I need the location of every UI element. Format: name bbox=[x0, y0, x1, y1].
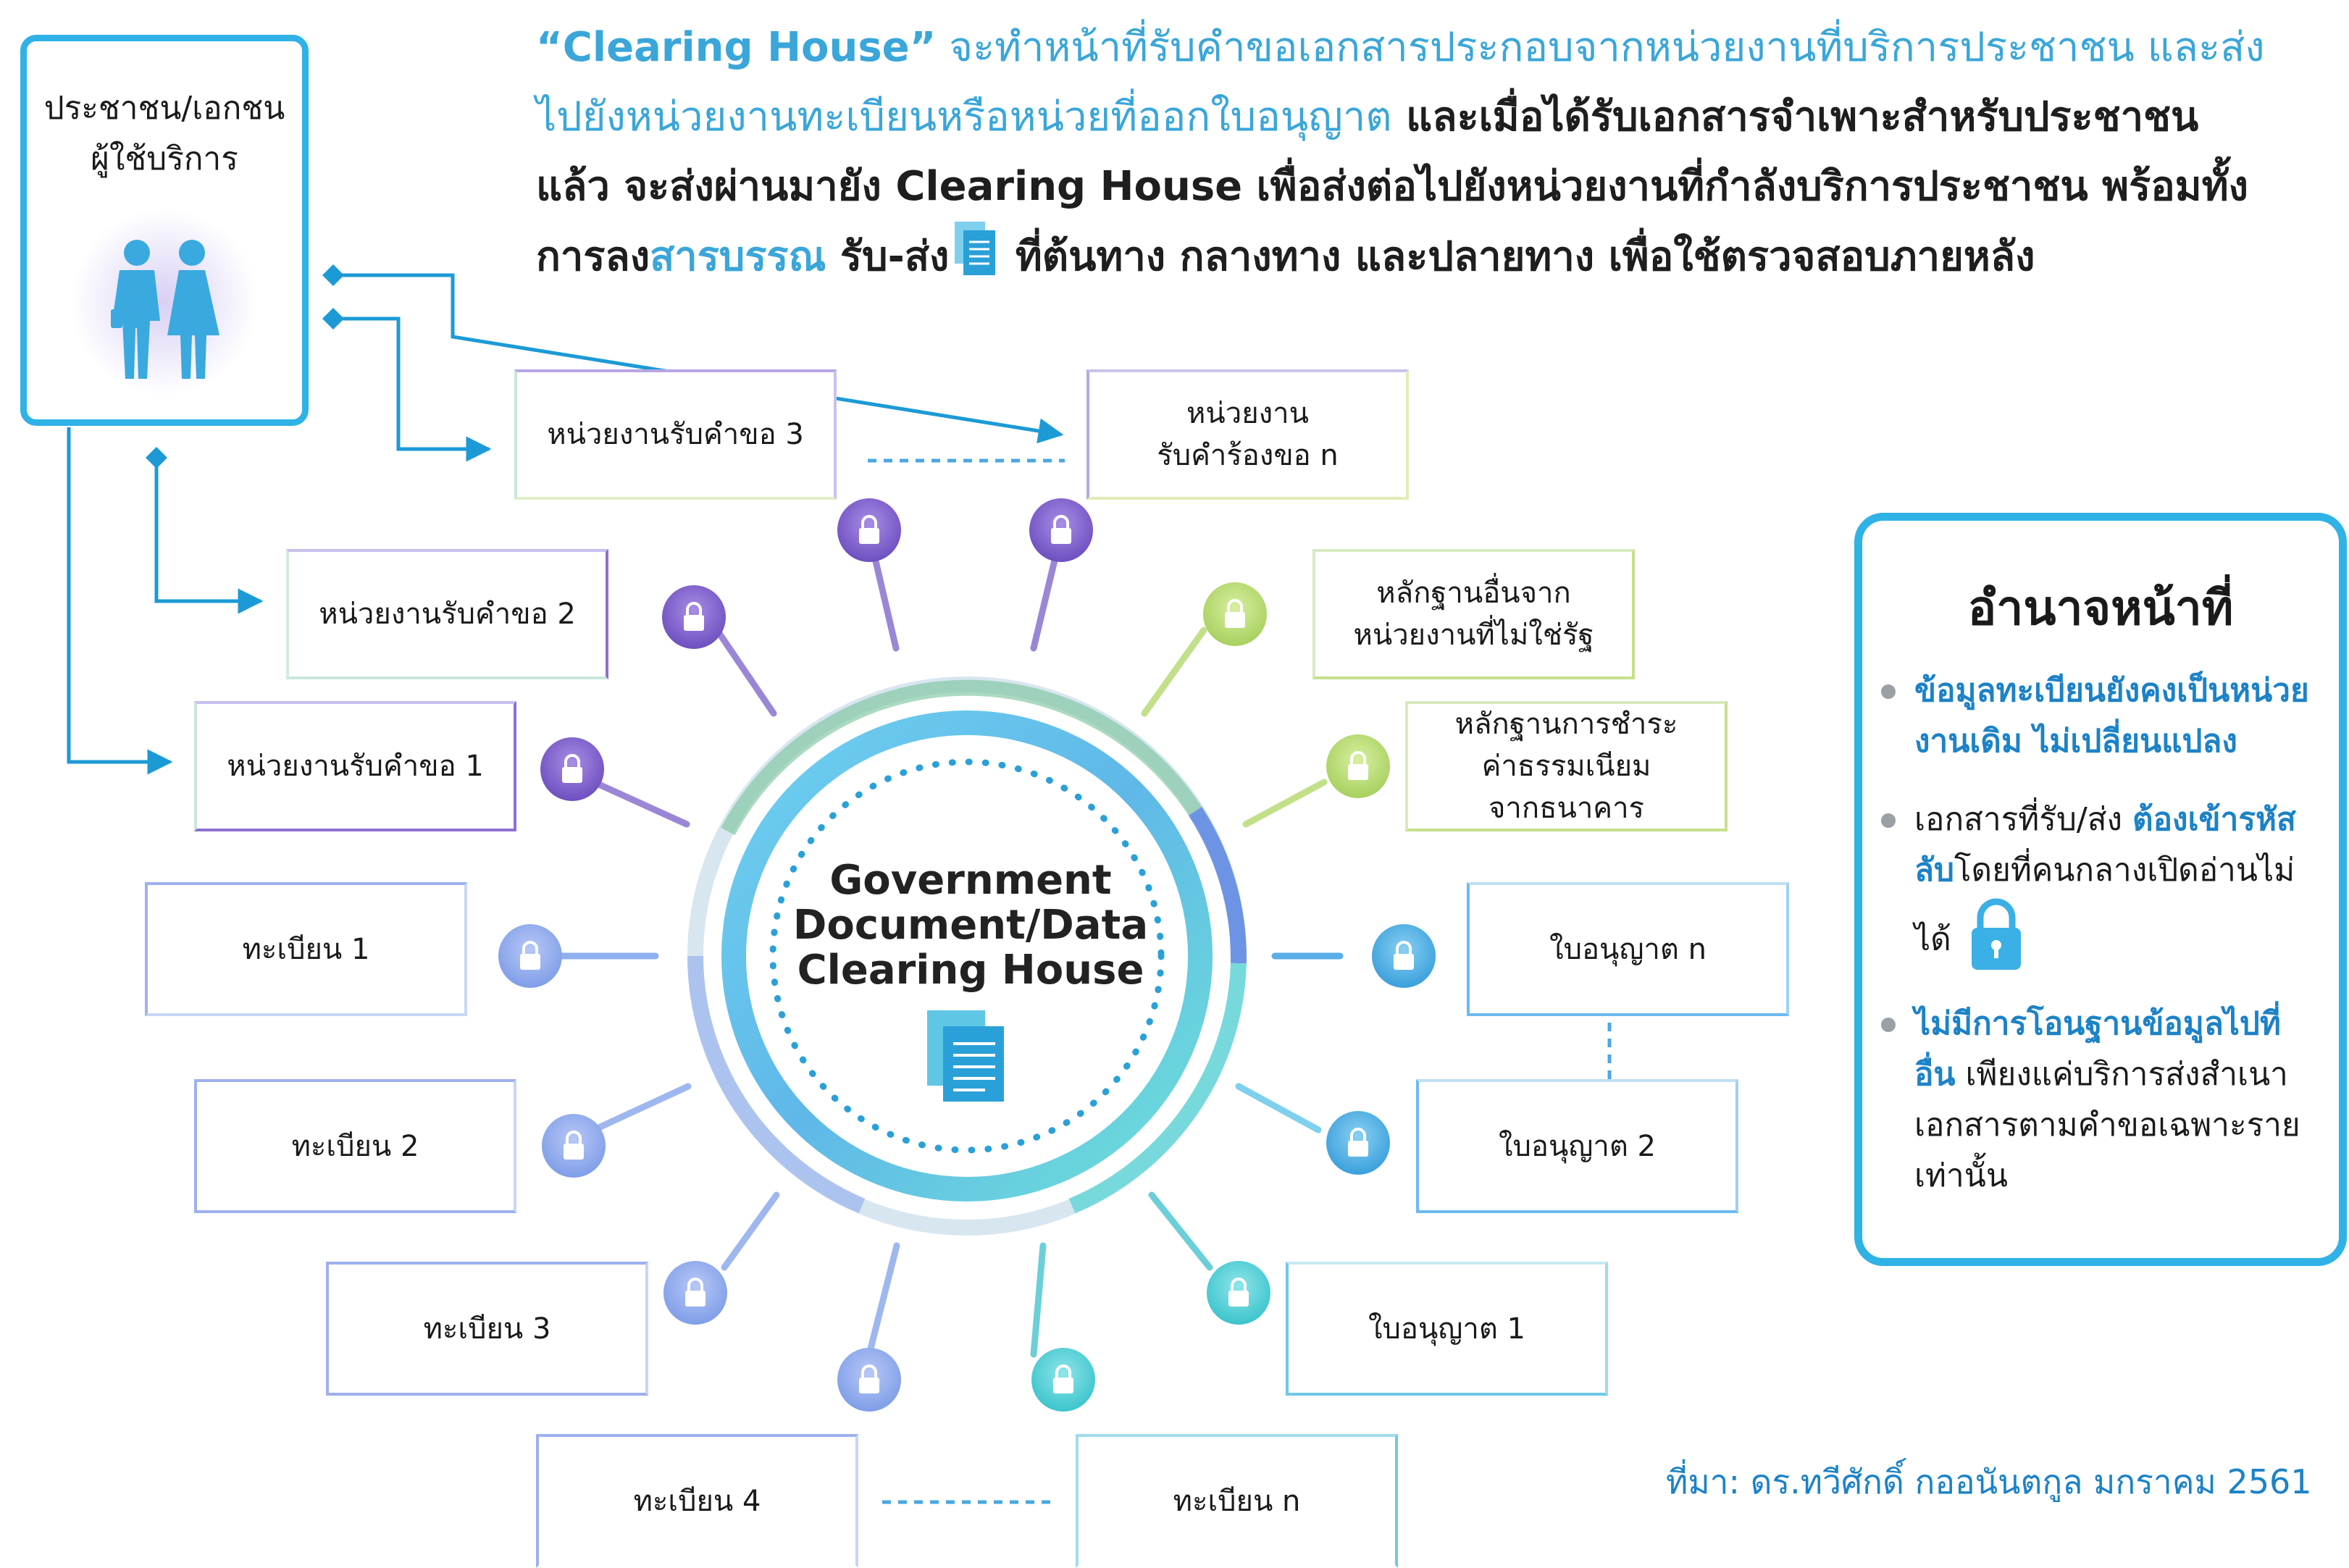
node-license-2-label: ใบอนุญาต 2 bbox=[1499, 1129, 1656, 1163]
node-license-n-label: ใบอนุญาต n bbox=[1549, 932, 1707, 966]
headline-text-4: การลง bbox=[536, 233, 650, 281]
headline-text-6: ที่ต้นทาง กลางทาง และปลายทาง เพื่อใช้ตรว… bbox=[1001, 233, 2035, 281]
lock-icon bbox=[663, 1261, 727, 1325]
node-reg-n-label: ทะเบียน n bbox=[1173, 1484, 1301, 1518]
node-license-1-label: ใบอนุญาต 1 bbox=[1368, 1312, 1525, 1346]
saraban-keyword: สารบรรณ bbox=[650, 233, 826, 281]
arrow-to-req-2 bbox=[146, 447, 264, 614]
user-box-label: ประชาชน/เอกชน ผู้ใช้บริการ bbox=[43, 90, 285, 177]
node-req-2-label: หน่วยงานรับคำขอ 2 bbox=[319, 598, 576, 631]
authority-bullet-3: ไม่มีการโอนฐานข้อมูลไปที่อื่น เพียงแค่บร… bbox=[1881, 999, 2320, 1202]
authority-bullet-2-text-2: โดยที่คนกลางเปิดอ่านไม่ได้ bbox=[1914, 852, 2295, 958]
bullet-dot bbox=[1881, 684, 1896, 699]
arrow-to-req-1 bbox=[67, 427, 173, 775]
node-reg-2[interactable]: ทะเบียน 2 bbox=[194, 1079, 516, 1213]
headline-line-3: แล้ว จะส่งผ่านมายัง Clearing House เพื่อ… bbox=[536, 163, 2248, 210]
node-reg-4[interactable]: ทะเบียน 4 bbox=[536, 1434, 858, 1568]
bullet-dot bbox=[1881, 1018, 1896, 1032]
bullet-dot bbox=[1881, 813, 1896, 828]
headline-text-2: ไปยังหน่วยงานทะเบียนหรือหน่วยที่ออกใบอนุ… bbox=[536, 93, 1392, 141]
node-reg-4-label: ทะเบียน 4 bbox=[633, 1484, 761, 1518]
lock-icon bbox=[837, 1348, 901, 1412]
authority-bullet-1-text: ข้อมูลทะเบียนยังคงเป็นหน่วยงานเดิม ไม่เป… bbox=[1914, 672, 2309, 760]
node-req-n-label: หน่วยงาน รับคำร้องขอ n bbox=[1157, 397, 1339, 472]
lock-icon bbox=[837, 498, 901, 562]
node-reg-3[interactable]: ทะเบียน 3 bbox=[326, 1262, 648, 1396]
authority-bullet-3-highlight: ไม่มีการโอนฐานข้อมูลไปที่อื่น bbox=[1914, 1005, 2281, 1093]
lock-icon bbox=[662, 585, 726, 649]
authority-panel: อำนาจหน้าที่ ข้อมูลทะเบียนยังคงเป็นหน่วย… bbox=[1854, 513, 2347, 1266]
node-license-2[interactable]: ใบอนุญาต 2 bbox=[1416, 1079, 1738, 1213]
lock-icon bbox=[1372, 924, 1436, 988]
clearing-house-title: Government Document/Data Clearing House bbox=[792, 857, 1149, 994]
node-reg-2-label: ทะเบียน 2 bbox=[291, 1129, 419, 1163]
node-req-1-label: หน่วยงานรับคำขอ 1 bbox=[227, 750, 484, 783]
headline-text-5: รับ-ส่ง bbox=[826, 233, 950, 281]
node-req-n[interactable]: หน่วยงาน รับคำร้องขอ n bbox=[1086, 369, 1409, 500]
lock-icon bbox=[1326, 734, 1390, 798]
lock-icon bbox=[498, 924, 562, 988]
node-req-1[interactable]: หน่วยงานรับคำขอ 1 bbox=[194, 701, 516, 831]
headline-text-1: จะทำหน้าที่รับคำขอเอกสารประกอบจากหน่วยงา… bbox=[936, 24, 2265, 71]
node-evidence-fee[interactable]: หลักฐานการชำระ ค่าธรรมเนียม จากธนาคาร bbox=[1405, 701, 1728, 831]
clearing-house-ring bbox=[687, 676, 1247, 1236]
node-reg-3-label: ทะเบียน 3 bbox=[423, 1312, 551, 1346]
lock-icon bbox=[540, 737, 604, 801]
authority-bullet-3-text: เพียงแค่บริการส่งสำเนาเอกสารตามคำขอเฉพาะ… bbox=[1914, 1056, 2300, 1194]
authority-bullet-1: ข้อมูลทะเบียนยังคงเป็นหน่วยงานเดิม ไม่เป… bbox=[1881, 666, 2320, 767]
node-evidence-fee-label: หลักฐานการชำระ ค่าธรรมเนียม จากธนาคาร bbox=[1454, 708, 1678, 825]
headline-text-3: และเมื่อได้รับเอกสารจำเพาะสำหรับประชาชน bbox=[1391, 93, 2199, 141]
node-reg-1[interactable]: ทะเบียน 1 bbox=[145, 882, 467, 1016]
lock-icon bbox=[1031, 1348, 1095, 1412]
authority-bullet-2: เอกสารที่รับ/ส่ง ต้องเข้ารหัสลับโดยที่คน… bbox=[1881, 795, 2320, 986]
node-evidence-private[interactable]: หลักฐานอื่นจาก หน่วยงานที่ไม่ใช่รัฐ bbox=[1312, 549, 1635, 679]
center-document-icon bbox=[927, 1010, 1007, 1107]
lock-icon bbox=[542, 1114, 606, 1178]
lock-icon bbox=[1203, 582, 1267, 646]
user-box[interactable]: ประชาชน/เอกชน ผู้ใช้บริการ bbox=[20, 35, 309, 426]
lock-icon bbox=[1326, 1111, 1390, 1175]
arrow-to-req-3 bbox=[322, 308, 492, 462]
headline-line-1: “Clearing House” จะทำหน้าที่รับคำขอเอกสา… bbox=[536, 13, 2332, 83]
node-req-3[interactable]: หน่วยงานรับคำขอ 3 bbox=[514, 369, 837, 500]
headline-paragraph: “Clearing House” จะทำหน้าที่รับคำขอเอกสา… bbox=[536, 13, 2332, 297]
node-req-2[interactable]: หน่วยงานรับคำขอ 2 bbox=[286, 549, 608, 679]
node-license-n[interactable]: ใบอนุญาต n bbox=[1467, 882, 1789, 1016]
clearing-house-quote: “Clearing House” bbox=[536, 24, 937, 71]
node-reg-n[interactable]: ทะเบียน n bbox=[1076, 1434, 1398, 1568]
authority-bullet-2-highlight: ต้องเข้ารหัสลับ bbox=[1914, 801, 2296, 889]
lock-icon bbox=[1207, 1261, 1270, 1325]
lock-icon bbox=[1029, 498, 1093, 562]
node-req-3-label: หน่วยงานรับคำขอ 3 bbox=[547, 418, 804, 451]
node-evidence-private-label: หลักฐานอื่นจาก หน่วยงานที่ไม่ใช่รัฐ bbox=[1353, 577, 1594, 652]
people-icon bbox=[70, 208, 259, 396]
document-icon bbox=[955, 222, 996, 297]
authority-bullet-2-text-1: เอกสารที่รับ/ส่ง bbox=[1914, 801, 2133, 838]
headline-line-4: การลงสารบรรณ รับ-ส่ง ที่ต้นทาง กลางทาง แ… bbox=[536, 222, 2332, 297]
node-license-1[interactable]: ใบอนุญาต 1 bbox=[1286, 1262, 1608, 1396]
dashed-connectors bbox=[868, 458, 1612, 1504]
authority-title: อำนาจหน้าที่ bbox=[1967, 580, 2234, 636]
lock-icon bbox=[1967, 896, 2025, 986]
headline-line-2: ไปยังหน่วยงานทะเบียนหรือหน่วยที่ออกใบอนุ… bbox=[536, 83, 2332, 152]
source-credit: ที่มา: ดร.ทวีศักดิ์ กออนันตกูล มกราคม 25… bbox=[1666, 1462, 2312, 1501]
node-reg-1-label: ทะเบียน 1 bbox=[242, 932, 370, 966]
